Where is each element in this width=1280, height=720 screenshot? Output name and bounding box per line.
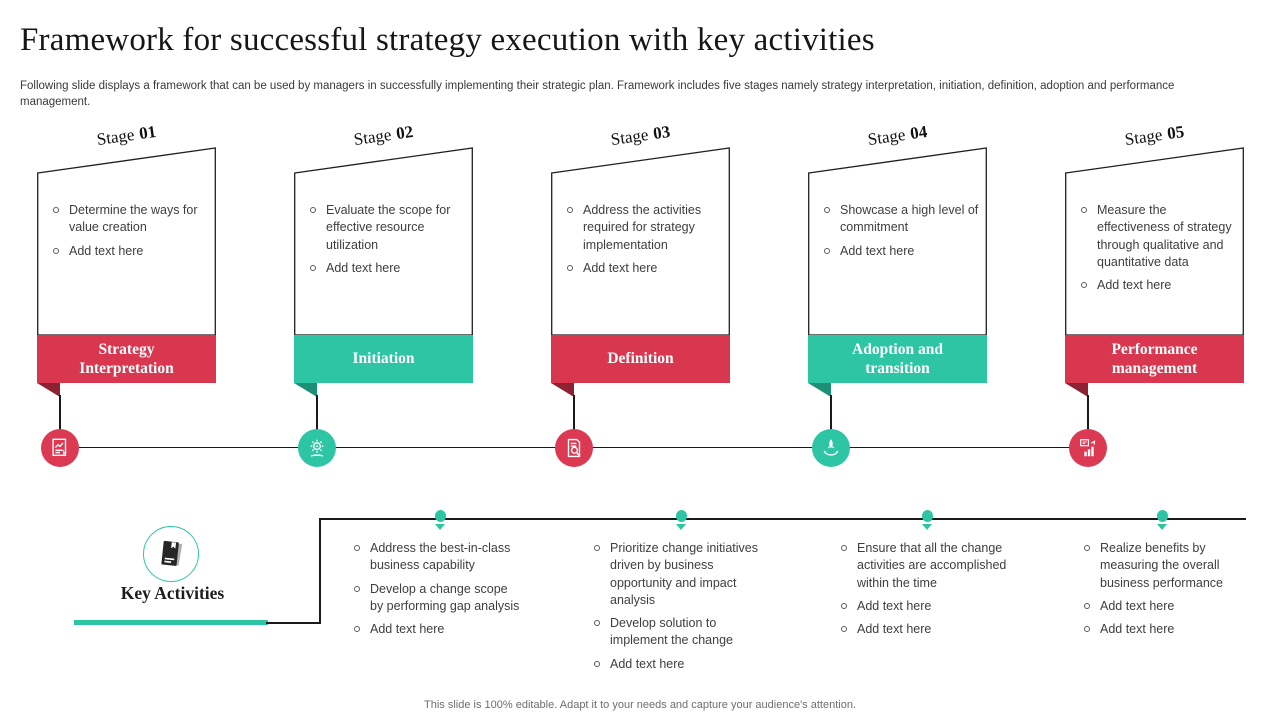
bullet-icon [824, 247, 830, 254]
stage-banner: Definition [551, 335, 730, 383]
activity-bullet: Add text here [1082, 598, 1250, 615]
stage-bullet-list: Showcase a high level of commitment Add … [822, 202, 982, 266]
pin-marker-icon [675, 523, 686, 530]
activity-column-3: Ensure that all the change activities ar… [839, 540, 1013, 644]
pin-marker-icon [675, 509, 687, 522]
banner-fold [1065, 383, 1088, 397]
page-title: Framework for successful strategy execut… [20, 22, 875, 58]
stage-banner: Adoption and transition [808, 335, 987, 383]
stage-bullet-list: Measure the effectiveness of strategy th… [1079, 202, 1239, 300]
stage-bullet: Determine the ways for value creation [51, 202, 211, 237]
pin-marker-icon [921, 523, 932, 530]
activity-column-2: Prioritize change initiatives driven by … [592, 540, 770, 679]
pin-marker-icon [434, 523, 445, 530]
footer-note: This slide is 100% editable. Adapt it to… [424, 699, 856, 711]
activity-bullet: Add text here [1082, 621, 1250, 638]
stage-bullet-list: Evaluate the scope for effective resourc… [308, 202, 468, 283]
pin-marker-icon [921, 509, 933, 522]
activity-bullet: Ensure that all the change activities ar… [839, 540, 1013, 592]
stage-bullet: Showcase a high level of commitment [822, 202, 982, 237]
stage-bullet-list: Determine the ways for value creation Ad… [51, 202, 211, 266]
activity-bullet: Develop a change scope by performing gap… [352, 581, 524, 616]
bullet-icon [310, 207, 316, 213]
bullet-icon [594, 620, 600, 626]
slide-description: Following slide displays a framework tha… [20, 80, 1175, 108]
stage-banner: Performance management [1065, 335, 1244, 383]
activity-column-1: Address the best-in-class business capab… [352, 540, 524, 644]
bracket-line-horizontal [266, 622, 320, 624]
growth-bars-icon [1069, 429, 1107, 467]
stage-banner: Initiation [294, 335, 473, 383]
bullet-icon [594, 660, 600, 667]
key-activities-underline [74, 620, 268, 625]
stage-bullet: Measure the effectiveness of strategy th… [1079, 202, 1239, 271]
report-chart-icon [41, 429, 79, 467]
bullet-icon [1081, 207, 1087, 213]
activity-bullet: Realize benefits by measuring the overal… [1082, 540, 1250, 592]
bullet-icon [824, 207, 830, 213]
stage-bullet: Add text here [308, 260, 468, 277]
bullet-icon [841, 545, 847, 551]
activities-line [319, 518, 1246, 520]
stage-bullet: Add text here [1079, 277, 1239, 294]
activity-bullet: Add text here [352, 621, 524, 638]
connector-line [316, 395, 318, 448]
pin-marker-icon [434, 509, 446, 522]
activity-bullet: Add text here [839, 598, 1013, 615]
connector-line [573, 395, 575, 448]
stage-bullet: Add text here [822, 243, 982, 260]
bullet-icon [594, 545, 600, 551]
connector-line [59, 395, 61, 448]
notebook-icon [161, 540, 183, 566]
stage-bullet-list: Address the activities required for stra… [565, 202, 725, 283]
banner-fold [294, 383, 317, 397]
bracket-line-vertical [319, 519, 321, 624]
activity-bullet: Add text here [592, 656, 770, 673]
connector-line [830, 395, 832, 448]
bullet-icon [354, 626, 360, 632]
bullet-icon [1084, 626, 1090, 632]
bullet-icon [1084, 545, 1090, 551]
activity-bullet: Address the best-in-class business capab… [352, 540, 524, 575]
activity-column-4: Realize benefits by measuring the overal… [1082, 540, 1250, 644]
stage-bullet: Add text here [51, 243, 211, 260]
gear-head-icon [298, 429, 336, 467]
stage-bullet: Evaluate the scope for effective resourc… [308, 202, 468, 254]
pin-marker-icon [1156, 523, 1167, 530]
stage-bullet: Address the activities required for stra… [565, 202, 725, 254]
banner-fold [551, 383, 574, 397]
bullet-icon [354, 585, 360, 592]
bullet-icon [567, 264, 573, 271]
bullet-icon [53, 207, 59, 213]
banner-fold [808, 383, 831, 397]
connector-line [1087, 395, 1089, 448]
bullet-icon [841, 626, 847, 632]
bullet-icon [567, 207, 573, 213]
banner-fold [37, 383, 60, 397]
bullet-icon [1084, 602, 1090, 609]
bullet-icon [841, 602, 847, 609]
bullet-icon [310, 264, 316, 271]
bullet-icon [53, 247, 59, 254]
key-activities-icon-circle [143, 526, 199, 582]
activity-bullet: Prioritize change initiatives driven by … [592, 540, 770, 609]
document-search-icon [555, 429, 593, 467]
activity-bullet: Develop solution to implement the change [592, 615, 770, 650]
stage-banner: Strategy Interpretation [37, 335, 216, 383]
bullet-icon [354, 545, 360, 551]
activity-bullet: Add text here [839, 621, 1013, 638]
stage-bullet: Add text here [565, 260, 725, 277]
pin-marker-icon [1156, 509, 1168, 522]
rocket-hands-icon [812, 429, 850, 467]
bullet-icon [1081, 282, 1087, 288]
key-activities-label: Key Activities [120, 583, 225, 603]
